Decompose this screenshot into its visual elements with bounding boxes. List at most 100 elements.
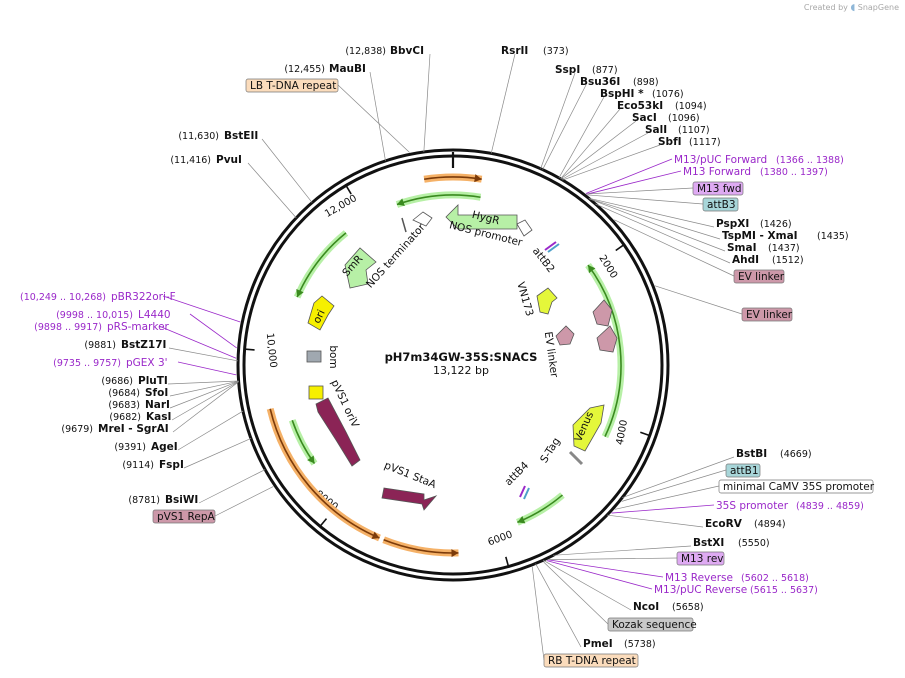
nos-promoter-feature	[516, 219, 533, 237]
enzyme-line	[168, 347, 239, 362]
enzyme-line	[423, 53, 431, 153]
boxed-label-pvs1repa: pVS1 RepA	[157, 511, 215, 523]
enzyme-pos: (5738)	[624, 639, 656, 650]
enzyme-name-ecorv: EcoRV	[705, 518, 743, 530]
boxed-label-evlinker: EV linker	[738, 271, 785, 283]
smr-arc	[293, 230, 349, 299]
enzyme-pos: (9686)	[101, 376, 133, 387]
primer-line	[586, 170, 682, 195]
enzyme-name-bsteii: BstEII	[224, 130, 258, 142]
enzyme-name-sbfi: SbfI	[658, 136, 682, 148]
enzyme-line	[171, 381, 239, 421]
tick-mark	[320, 518, 328, 527]
primer-name-pbr322orif: pBR322ori-F	[111, 291, 176, 303]
enzyme-pos: (1437)	[768, 243, 800, 254]
enzyme-name-sspi: SspI	[555, 64, 580, 76]
ori-label: ori	[311, 308, 328, 326]
enzyme-pos: (9682)	[109, 412, 141, 423]
primer-name-prsmarker: pRS-marker	[107, 321, 170, 333]
enzyme-name-tspmixmai: TspMI - XmaI	[722, 230, 798, 242]
enzyme-line	[562, 144, 661, 181]
enzyme-pos: (8781)	[128, 495, 160, 506]
label-box	[543, 653, 639, 668]
enzyme-name-pvui: PvuI	[216, 154, 242, 166]
enzyme-line	[560, 120, 637, 180]
tick-mark	[640, 431, 650, 437]
enzyme-name-rsrii: RsrII	[501, 45, 528, 57]
enzyme-pos: (9683)	[108, 400, 140, 411]
snapgene-watermark: Created by ◖ SnapGene	[804, 3, 899, 13]
tick-mark	[245, 348, 255, 351]
bom-feature	[306, 350, 322, 363]
ev-linker-feature-1	[592, 299, 613, 327]
label-box	[692, 181, 744, 196]
tick-mark	[505, 556, 509, 566]
venus-feature	[572, 404, 605, 452]
box-line	[654, 285, 743, 315]
boxed-label-kozaksequence: Kozak sequence	[612, 619, 697, 631]
hygr-feature	[445, 204, 518, 230]
enzyme-name-bbvci: BbvCI	[390, 45, 424, 57]
enzyme-line	[589, 198, 721, 240]
primer-name-m13pucforward: M13/pUC Forward	[674, 154, 767, 166]
primer-pos: (9898 .. 9917)	[34, 322, 102, 333]
enzyme-pos: (9114)	[122, 460, 154, 471]
primer-line	[158, 325, 237, 359]
boxed-label-evlinker: EV linker	[746, 309, 793, 321]
orf-arc-top-arrowhead	[474, 174, 482, 183]
enzyme-pos: (1435)	[817, 231, 849, 242]
enzyme-pos: (9684)	[108, 388, 140, 399]
enzyme-line	[198, 469, 266, 504]
ev-linker-feature-2	[596, 325, 618, 353]
box-line	[543, 561, 609, 625]
enzyme-name-bsphi: BspHI *	[600, 88, 644, 100]
enzyme-name-bsu36i: Bsu36I	[580, 76, 620, 88]
enzyme-name-maubi: MauBI	[329, 63, 366, 75]
enzyme-line	[169, 380, 239, 397]
marker-arc-left	[288, 419, 318, 466]
primer-name-35spromoter: 35S promoter	[716, 500, 789, 512]
tick-label-10000: 10,000	[264, 332, 279, 368]
enzyme-name-ahdi: AhdI	[732, 254, 759, 266]
enzyme-line	[560, 108, 621, 180]
primer-name-pgex3: pGEX 3'	[126, 357, 168, 369]
enzyme-name-ncoi: NcoI	[633, 601, 659, 613]
snapgene-logo-icon: ◖	[850, 3, 856, 13]
box-line	[586, 187, 694, 195]
box-line	[587, 194, 704, 205]
backbone-outer-ring	[236, 148, 670, 582]
enzyme-line	[553, 545, 692, 556]
enzyme-name-nari: NarI	[145, 399, 170, 411]
nos-terminator-mark	[401, 217, 407, 233]
enzyme-pos: (12,455)	[284, 64, 325, 75]
enzyme-pos: (1076)	[652, 89, 684, 100]
primer-pos: (1366 .. 1388)	[776, 155, 844, 166]
enzyme-pos: (1426)	[760, 219, 792, 230]
boxed-label-rbtdnarepeat: RB T-DNA repeat	[548, 655, 636, 667]
primer-line	[611, 504, 715, 514]
box-line	[614, 485, 720, 510]
created-by-text: Created by	[803, 3, 848, 12]
enzyme-line	[542, 84, 587, 170]
marker-arc-left-arrowhead	[307, 455, 315, 464]
enzyme-line	[558, 96, 605, 179]
enzyme-name-pmei: PmeI	[583, 638, 613, 650]
enzyme-line	[177, 410, 244, 451]
enzyme-name-agei: AgeI	[151, 441, 178, 453]
stag-label: S-Tag	[538, 436, 563, 465]
smr-arc-arrowhead	[296, 289, 304, 298]
tick-mark	[615, 244, 624, 252]
enzyme-line	[183, 438, 252, 469]
vn173-feature	[536, 287, 558, 315]
boxed-label-m13rev: M13 rev	[681, 553, 724, 565]
enzyme-pos: (11,416)	[170, 155, 211, 166]
marker-arc-lower-right-arrowhead	[517, 515, 526, 524]
nos-terminator-feature	[412, 211, 433, 227]
enzyme-pos: (9881)	[84, 340, 116, 351]
enzyme-pos: (9679)	[61, 424, 93, 435]
enzyme-name-mreisgrai: MreI - SgrAI	[98, 423, 169, 435]
enzyme-pos: (9391)	[114, 442, 146, 453]
ori-feature	[307, 295, 335, 331]
primer-pos: (4839 .. 4859)	[796, 501, 864, 512]
